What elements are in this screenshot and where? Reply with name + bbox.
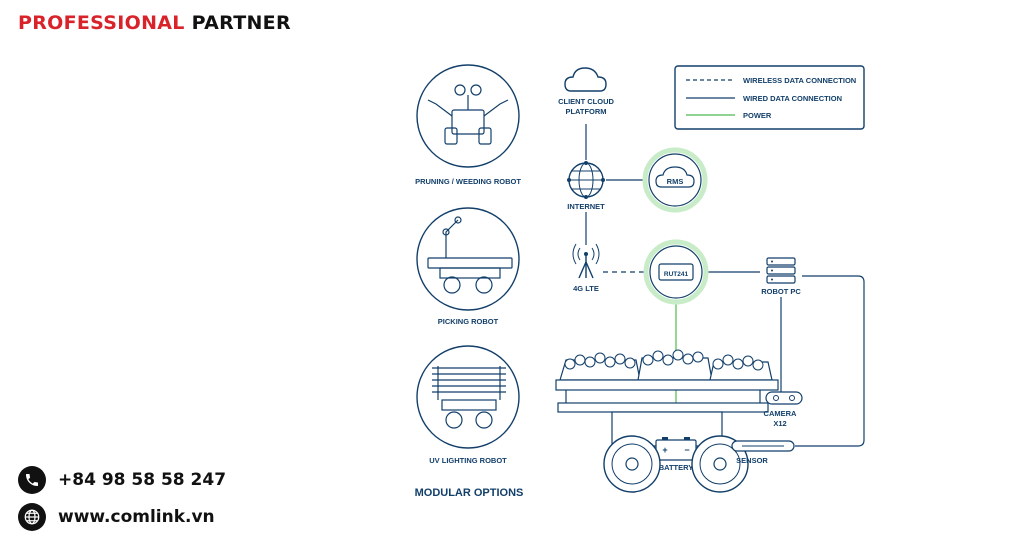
module-pruning: PRUNING / WEEDING ROBOT	[415, 64, 521, 186]
rms-node: RMS	[642, 147, 708, 213]
router-label: RUT241	[664, 271, 689, 278]
camera-icon	[765, 391, 803, 405]
wire-pc-sensor	[795, 275, 865, 447]
internet-label: INTERNET	[567, 202, 605, 211]
wheel-icon	[603, 435, 661, 493]
globe-icon	[18, 503, 46, 531]
lte-label: 4G LTE	[573, 284, 599, 293]
phone-icon	[18, 466, 46, 494]
client-cloud-node: CLIENT CLOUD PLATFORM	[558, 67, 614, 116]
battery-minus: −	[684, 445, 689, 455]
camera-label-line2: X12	[773, 419, 786, 428]
connections	[585, 124, 865, 447]
sensor-label: SENSOR	[736, 456, 768, 465]
phone-contact[interactable]: +84 98 58 58 247	[18, 466, 226, 494]
modular-options-title: MODULAR OPTIONS	[415, 487, 524, 499]
lte-node: 4G LTE	[572, 243, 600, 293]
module-picking: PICKING ROBOT	[416, 207, 520, 326]
router-halo	[643, 239, 709, 305]
robot-deck	[557, 402, 769, 413]
robot-pc-label: ROBOT PC	[761, 287, 801, 296]
camera-label-line1: CAMERA	[764, 409, 797, 418]
pruning-robot-icon	[427, 84, 509, 145]
legend-power-label: POWER	[743, 111, 772, 120]
phone-number: +84 98 58 58 247	[58, 470, 227, 490]
server-icon	[766, 257, 796, 284]
website-contact[interactable]: www.comlink.vn	[18, 503, 215, 531]
legend-wireless-label: WIRELESS DATA CONNECTION	[743, 76, 856, 85]
cloud-icon	[564, 67, 607, 92]
robot-platform	[555, 379, 779, 391]
legend: WIRELESS DATA CONNECTION WIRED DATA CONN…	[674, 65, 865, 130]
module-picking-label: PICKING ROBOT	[438, 317, 499, 326]
rms-label: RMS	[667, 177, 684, 186]
battery-icon: + −	[655, 437, 697, 461]
router-node: RUT241	[643, 239, 709, 305]
module-uv-label: UV LIGHTING ROBOT	[429, 456, 507, 465]
website-url: www.comlink.vn	[58, 507, 215, 527]
battery-plus: +	[662, 445, 667, 455]
cloud-label-line1: CLIENT CLOUD	[558, 97, 614, 106]
legend-wired-label: WIRED DATA CONNECTION	[743, 94, 842, 103]
cloud-label-line2: PLATFORM	[565, 107, 606, 116]
antenna-icon	[572, 243, 600, 279]
router-icon	[658, 263, 694, 281]
internet-globe-icon	[567, 161, 605, 199]
main-robot-illustration: + − BATTERY	[555, 349, 779, 493]
camera-node: CAMERA X12	[764, 391, 803, 428]
rms-cloud-icon	[655, 166, 695, 188]
internet-node: INTERNET	[567, 161, 605, 211]
uv-robot-icon	[432, 366, 506, 429]
rms-halo	[642, 147, 708, 213]
battery-label: BATTERY	[659, 463, 694, 472]
brand-title: PROFESSIONAL PARTNER	[18, 12, 291, 34]
robot-pc-node: ROBOT PC	[761, 257, 801, 296]
module-uv: UV LIGHTING ROBOT	[416, 345, 520, 465]
grape-crates	[559, 349, 773, 381]
brand-word-professional: PROFESSIONAL	[18, 12, 185, 34]
brand-word-partner: PARTNER	[191, 12, 291, 34]
module-pruning-label: PRUNING / WEEDING ROBOT	[415, 177, 521, 186]
picking-robot-icon	[427, 216, 513, 294]
sensor-node: SENSOR	[731, 440, 795, 465]
